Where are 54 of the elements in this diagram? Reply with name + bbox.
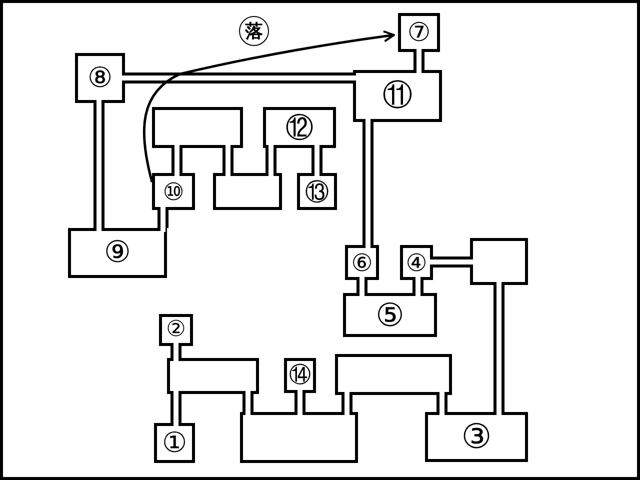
room-box: [425, 412, 528, 462]
room-number: ⑨: [104, 238, 131, 268]
room-number: ⑧: [87, 64, 113, 92]
room-box: [400, 245, 433, 280]
room-box: [345, 245, 379, 280]
corridor: [222, 148, 234, 173]
room-box: [152, 107, 243, 148]
room-box: [213, 173, 282, 210]
corridor: [362, 122, 374, 245]
room-box: [167, 358, 259, 394]
room-box: [68, 228, 167, 278]
room-number: ③: [461, 420, 492, 454]
corridor: [172, 148, 182, 173]
corridor: [414, 52, 424, 70]
room-box: [75, 53, 125, 103]
room-number: ⑭: [289, 364, 311, 386]
room-number: ②: [166, 319, 186, 341]
corridor: [170, 394, 182, 423]
corridor: [312, 148, 322, 173]
room-number: ⑪: [382, 81, 412, 111]
room-box: [335, 354, 452, 395]
room-box: [240, 412, 358, 463]
corridor: [356, 280, 368, 293]
room-number: ⑤: [376, 299, 404, 331]
room-box: [152, 173, 195, 210]
room-number: ④: [406, 250, 428, 274]
room-number: ⑩: [162, 180, 184, 204]
corridor: [170, 346, 182, 358]
room-box: [263, 107, 336, 148]
room-box: [398, 13, 440, 52]
corridor: [125, 72, 353, 84]
room-number: ⑦: [407, 20, 431, 46]
room-box: [353, 70, 442, 122]
corridor: [294, 393, 306, 412]
corridor: [412, 280, 424, 293]
room-box: [297, 173, 337, 210]
corridor: [342, 395, 352, 412]
room-box: [154, 423, 195, 463]
room-number: ⑬: [305, 180, 329, 204]
corridor: [266, 148, 276, 173]
room-box: [159, 314, 193, 346]
corridor: [433, 256, 470, 268]
room-box: [284, 358, 316, 393]
room-number: ⑫: [286, 114, 314, 142]
arrow: [142, 30, 395, 182]
room-box: [343, 293, 437, 337]
corridor: [242, 394, 254, 412]
edge-label: 落: [239, 16, 269, 46]
room-number: ⑥: [351, 250, 373, 274]
room-box: [470, 238, 528, 285]
room-number: ①: [162, 429, 188, 457]
corridor: [158, 210, 168, 228]
corridor: [94, 103, 104, 228]
corridor: [494, 285, 504, 412]
